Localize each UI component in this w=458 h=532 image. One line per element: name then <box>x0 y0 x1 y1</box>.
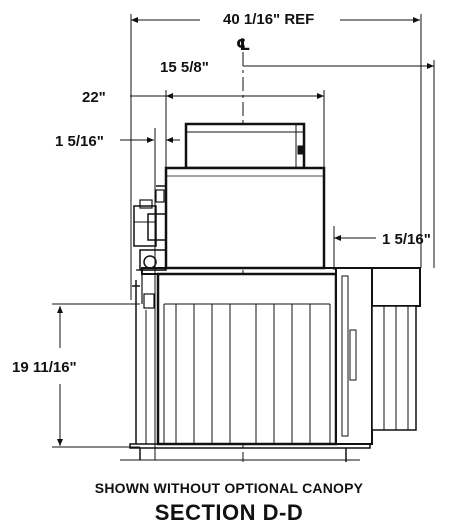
right-outer-box <box>371 267 421 307</box>
canopy-note: SHOWN WITHOUT OPTIONAL CANOPY <box>94 480 364 496</box>
overall-width-label: 40 1/16" REF <box>223 11 314 28</box>
top-motor-box <box>184 122 306 170</box>
cabinet-width-label: 22" <box>82 89 106 106</box>
equipment-body <box>120 122 421 462</box>
left-offset-label: 1 5/16" <box>55 133 104 150</box>
centerline-label: ℄ <box>236 35 250 54</box>
lower-tank <box>156 272 338 446</box>
section-title: SECTION D-D <box>154 500 304 525</box>
unit-width-label: 15 5/8" <box>160 59 209 76</box>
tank-slats <box>175 304 311 444</box>
right-housing <box>335 267 373 445</box>
side-valve <box>133 205 157 247</box>
upper-cabinet <box>164 166 326 270</box>
right-offset-label: 1 5/16" <box>382 231 431 248</box>
base <box>129 443 371 449</box>
height-label: 19 11/16" <box>12 359 77 376</box>
